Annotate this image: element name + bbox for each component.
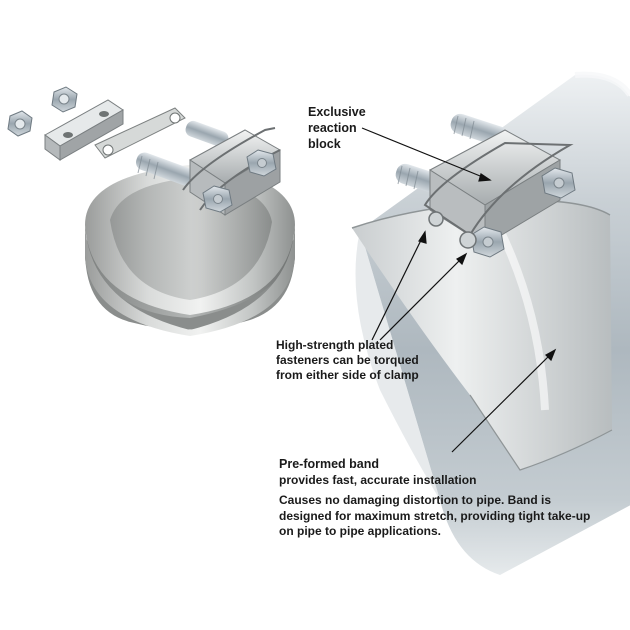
reaction-block-callout: Exclusive reaction block [308, 104, 366, 152]
callout-line: Exclusive [308, 105, 366, 119]
callout-line: provides fast, accurate installation [279, 473, 477, 487]
callout-line: Pre-formed band [279, 457, 380, 471]
installed-clamp-assembly [395, 113, 576, 258]
leader-arrow-icon [451, 348, 557, 453]
callout-line: designed for maximum stretch, providing … [279, 508, 591, 523]
callout-line: on pipe to pipe applications. [279, 524, 442, 538]
callout-line: reaction [308, 121, 357, 135]
leader-arrow-icon [361, 127, 492, 182]
reaction-bar-icon [44, 99, 124, 161]
callout-line: Causes no damaging distortion to pipe. B… [279, 493, 552, 507]
hex-nut-icon [7, 110, 33, 137]
leader-arrow-icon [371, 230, 468, 341]
callout-line: fasteners can be torqued [276, 353, 419, 367]
loose-clamp-block [135, 120, 281, 216]
hex-nut-icon [51, 86, 78, 113]
callout-line: from either side of clamp [276, 368, 419, 382]
distortion-callout: Causes no damaging distortion to pipe. B… [279, 493, 590, 540]
fasteners-callout: High-strength plated fasteners can be to… [276, 338, 419, 383]
callout-line: block [308, 137, 341, 151]
callout-line: High-strength plated [276, 338, 394, 352]
band-callout: Pre-formed band provides fast, accurate … [279, 456, 476, 488]
